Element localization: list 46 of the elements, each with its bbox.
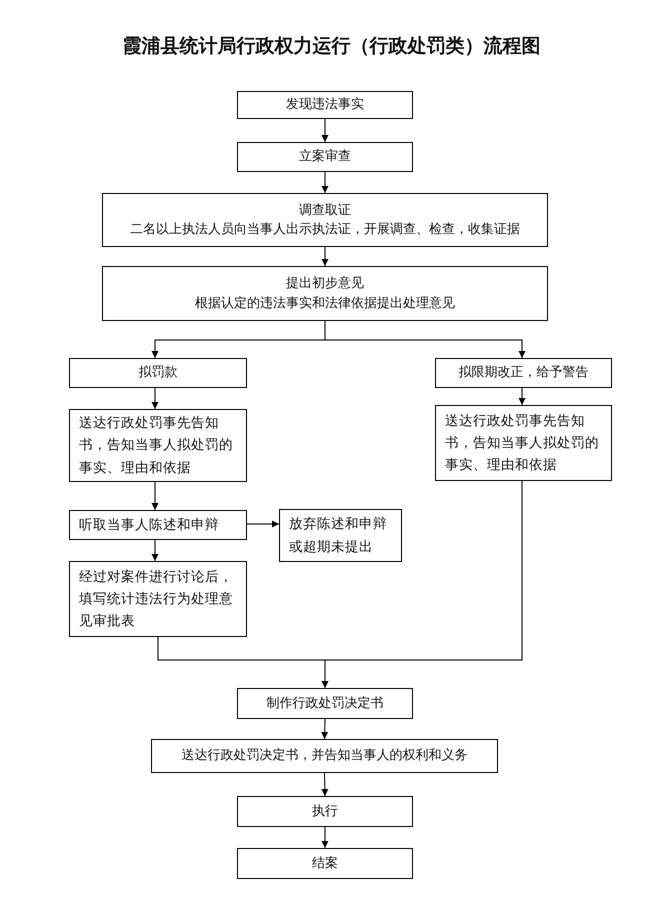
box-text: 根据认定的违法事实和法律依据提出处理意见	[195, 294, 455, 312]
process-box	[237, 142, 413, 172]
arrow	[321, 718, 328, 740]
box-text: 听取当事人陈述和申辩	[79, 516, 219, 535]
arrow	[324, 320, 526, 358]
process-box	[102, 193, 548, 247]
process-box	[151, 739, 498, 773]
arrow	[322, 172, 328, 194]
process-box	[435, 358, 612, 388]
arrow	[152, 540, 158, 562]
box-text: 送达行政处罚决定书，并告知当事人的权利和义务	[182, 747, 468, 766]
box-text: 发现违法事实	[286, 96, 364, 114]
box-text: 送达行政处罚事先告知书，告知当事人拟处罚的事实、理由和依据	[445, 412, 600, 476]
arrow	[321, 772, 328, 796]
arrow	[322, 246, 328, 266]
arrow	[518, 388, 526, 406]
process-box	[237, 848, 413, 879]
box-text: 放弃陈述和申辩或超期未提出	[289, 515, 388, 556]
box-heading: 调查取证	[299, 202, 351, 220]
arrow	[322, 118, 328, 142]
arrow	[152, 388, 158, 410]
process-box	[435, 405, 612, 481]
box-text: 送达行政处罚事先告知书，告知当事人拟处罚的事实、理由和依据	[79, 414, 234, 478]
process-box	[237, 796, 413, 827]
box-text: 拟限期改正，给予警告	[458, 364, 588, 382]
box-text: 执行	[312, 802, 338, 821]
process-box	[69, 358, 247, 388]
arrow	[152, 482, 158, 510]
process-box	[69, 409, 247, 482]
process-box	[102, 266, 548, 321]
process-box	[279, 509, 402, 562]
arrow	[322, 480, 522, 688]
box-text: 结案	[312, 854, 338, 873]
box-text: 拟罚款	[138, 364, 178, 382]
process-box	[69, 561, 247, 637]
process-box	[237, 688, 413, 719]
box-text: 经过对案件进行讨论后，填写统计违法行为处理意见审批表	[79, 568, 234, 632]
box-heading: 提出初步意见	[286, 275, 364, 293]
box-text: 二名以上执法人员向当事人出示执法证，开展调查、检查，收集证据	[130, 221, 520, 239]
arrow	[322, 826, 328, 848]
arrow	[246, 520, 280, 528]
process-box	[69, 510, 247, 540]
box-text: 立案审查	[299, 148, 351, 166]
diagram-title: 霞浦县统计局行政权力运行（行政处罚类）流程图	[122, 34, 542, 59]
box-text: 制作行政处罚决定书	[266, 694, 384, 713]
process-box	[237, 91, 413, 119]
